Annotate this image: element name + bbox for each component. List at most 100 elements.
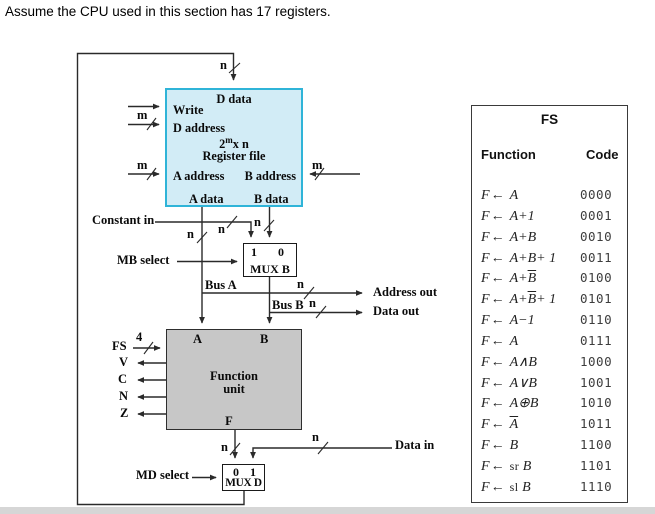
fs-table-row: F←A+B 0100 xyxy=(481,270,622,291)
fs-input-label: FS xyxy=(112,339,127,353)
fs-function-expression: F←A+B xyxy=(481,229,537,245)
address-out-label: Address out xyxy=(373,285,438,299)
rf-a-address-port: A address xyxy=(173,169,225,183)
fs-column-code: Code xyxy=(586,147,619,162)
mb-select-label: MB select xyxy=(117,253,170,267)
bus-a-label: Bus A xyxy=(205,278,237,292)
width-n-label: n xyxy=(220,58,227,72)
flag-n-label: N xyxy=(119,389,129,403)
caption-text: Assume the CPU used in this section has … xyxy=(5,4,331,19)
rf-size-rest: x n xyxy=(232,137,249,152)
fs-function-expression: F←A+B+ 1 xyxy=(481,250,557,266)
data-out-label: Data out xyxy=(373,304,420,318)
data-in-label: Data in xyxy=(395,438,435,452)
fs-code-value: 0101 xyxy=(580,291,613,307)
fs-table-row: F←A+B+ 1 0101 xyxy=(481,291,622,312)
constant-in-label: Constant in xyxy=(92,213,155,227)
mux-b-name: MUX B xyxy=(250,262,290,276)
fu-name-line2: unit xyxy=(223,382,245,396)
rf-size: 2mx n xyxy=(167,135,301,152)
rf-a-data-port: A data xyxy=(189,192,224,206)
fs-table-row: F←A+1 0001 xyxy=(481,208,622,229)
fs-function-expression: F←A∨B xyxy=(481,375,537,391)
mux-b-input-1: 1 xyxy=(251,245,257,259)
fs-code-value: 0001 xyxy=(580,207,613,223)
mux-b-block: 1 0 MUX B xyxy=(243,243,297,277)
flag-z-label: Z xyxy=(120,406,129,420)
fs-code-value: 1001 xyxy=(580,374,613,390)
fs-function-expression: F←A+B xyxy=(481,271,537,287)
fs-code-value: 1101 xyxy=(580,457,613,473)
wire-data-in xyxy=(250,447,392,459)
flag-c-label: C xyxy=(118,372,128,386)
fs-code-value: 0010 xyxy=(580,228,613,244)
fs-code-value: 1100 xyxy=(580,437,613,453)
width-4-label: 4 xyxy=(136,330,143,344)
rf-write-port: Write xyxy=(173,103,204,117)
fs-function-expression: F←A+1 xyxy=(481,208,535,224)
fs-table-row: F←A+B 0010 xyxy=(481,229,622,250)
fu-f-port: F xyxy=(225,413,233,428)
mux-d-block: 0 1 MUX D xyxy=(222,464,265,491)
width-m-label: m xyxy=(312,158,323,172)
fs-code-value: 1000 xyxy=(580,353,613,369)
rf-b-data-port: B data xyxy=(254,192,289,206)
fs-function-expression: F←A xyxy=(481,188,519,203)
width-n-label: n xyxy=(312,430,319,444)
fs-function-expression: F←A xyxy=(481,333,519,349)
rf-name: Register file xyxy=(202,149,266,163)
fs-table-row: F←A∨B 1001 xyxy=(481,375,622,396)
fu-a-port: A xyxy=(193,332,203,346)
fs-function-expression: F←A−1 xyxy=(481,313,535,329)
mux-b-input-0: 0 xyxy=(278,245,284,259)
md-select-label: MD select xyxy=(136,468,190,482)
width-m-label: m xyxy=(137,108,148,122)
flag-v-label: V xyxy=(119,355,129,369)
fs-function-expression: F←B xyxy=(481,438,519,454)
rf-size-base: 2 xyxy=(219,137,226,152)
fs-function-expression: F←A⊕B xyxy=(481,396,539,412)
fu-name-line1: Function xyxy=(210,369,258,383)
fs-code-value: 0000 xyxy=(580,187,613,202)
fs-code-value: 0011 xyxy=(580,249,613,265)
fs-function-expression: F←sl B xyxy=(481,479,531,495)
fs-code-value: 0100 xyxy=(580,270,613,286)
fs-function-expression: F←A xyxy=(481,417,519,433)
mux-d-input-0: 0 xyxy=(233,465,239,479)
fs-table-title: FS xyxy=(540,112,559,127)
fs-function-expression: F←sr B xyxy=(481,458,532,474)
fu-b-port: B xyxy=(260,332,269,346)
fs-table-row: F←A∧B 1000 xyxy=(481,354,622,375)
fs-table-row: F←A 1011 xyxy=(481,416,622,437)
fs-table-row: F←sr B 1101 xyxy=(481,458,622,479)
fs-code-value: 0110 xyxy=(580,312,613,328)
mux-d-input-1: 1 xyxy=(250,465,256,479)
width-n-label: n xyxy=(309,296,316,310)
fs-table-row: F←sl B 1110 xyxy=(481,479,622,500)
function-unit-block: A B Function unit F xyxy=(166,329,302,430)
mux-d-name: MUX D xyxy=(225,476,262,489)
width-n-label: n xyxy=(221,440,228,454)
fs-table-row: F←A−1 0110 xyxy=(481,312,622,333)
fs-code-value: 0111 xyxy=(580,332,613,348)
rf-size-exponent: m xyxy=(225,135,233,145)
fs-table-row: F←A+B+ 1 0011 xyxy=(481,250,622,271)
fs-function-expression: F←A+B+ 1 xyxy=(481,292,557,308)
fs-code-value: 1110 xyxy=(580,478,613,494)
width-n-label: n xyxy=(218,222,225,236)
register-file-block: D data Write D address 2mx n Register fi… xyxy=(165,88,303,207)
rf-d-data-port: D data xyxy=(216,92,252,106)
fs-table-row: F←A 0000 xyxy=(481,187,622,208)
fs-function-expression: F←A∧B xyxy=(481,354,537,370)
fs-code-value: 1011 xyxy=(580,416,613,432)
bus-b-label: Bus B xyxy=(272,298,304,312)
fs-column-function: Function xyxy=(481,147,536,162)
rf-d-address-port: D address xyxy=(173,121,226,135)
fs-table-row: F←B 1100 xyxy=(481,437,622,458)
width-n-label: n xyxy=(254,215,261,229)
bottom-strip xyxy=(0,507,655,514)
